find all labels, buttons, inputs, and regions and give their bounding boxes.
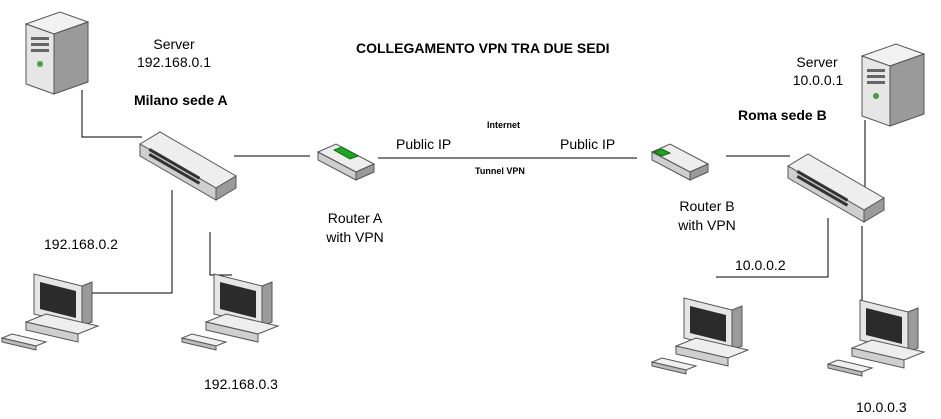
router-a-icon xyxy=(316,143,376,181)
client-a2-icon xyxy=(180,273,280,351)
public-ip-b-label: Public IP xyxy=(560,136,616,152)
client-a1-icon xyxy=(0,273,100,351)
switch-a-icon xyxy=(139,131,237,201)
public-ip-a-label: Public IP xyxy=(396,136,452,152)
site-a-name: Milano sede A xyxy=(134,92,228,108)
router-b-vpn-label: with VPN xyxy=(678,217,736,233)
link-switch-a-client-a1 xyxy=(86,190,173,294)
client-b1-icon xyxy=(650,297,750,375)
tunnel-vpn-label: Tunnel VPN xyxy=(475,166,525,176)
client-b2-icon xyxy=(826,299,926,377)
diagram-title: COLLEGAMENTO VPN TRA DUE SEDI xyxy=(356,40,610,56)
link-switch-a-client-a2 xyxy=(209,232,232,276)
link-server-a-switch-a xyxy=(81,90,142,138)
internet-label: Internet xyxy=(487,120,521,130)
server-a-icon xyxy=(24,11,90,95)
router-a-label: Router A xyxy=(327,210,383,226)
site-b-name: Roma sede B xyxy=(738,107,827,123)
client-b1-ip: 10.0.0.2 xyxy=(735,257,786,273)
client-a1-ip: 192.168.0.2 xyxy=(44,236,118,252)
client-a2-ip: 192.168.0.3 xyxy=(204,376,278,392)
server-a-ip: 192.168.0.1 xyxy=(137,54,211,70)
server-b-ip: 10.0.0.1 xyxy=(792,72,844,88)
server-b-icon xyxy=(860,43,926,127)
server-b-label: Server xyxy=(796,54,838,70)
router-b-icon xyxy=(650,143,710,181)
switch-b-icon xyxy=(787,153,885,223)
server-a-label: Server xyxy=(153,36,195,52)
router-b-label: Router B xyxy=(679,198,735,214)
router-a-vpn-label: with VPN xyxy=(326,229,384,245)
client-b2-ip: 10.0.0.3 xyxy=(856,399,907,415)
link-switch-b-client-b1 xyxy=(716,218,829,278)
